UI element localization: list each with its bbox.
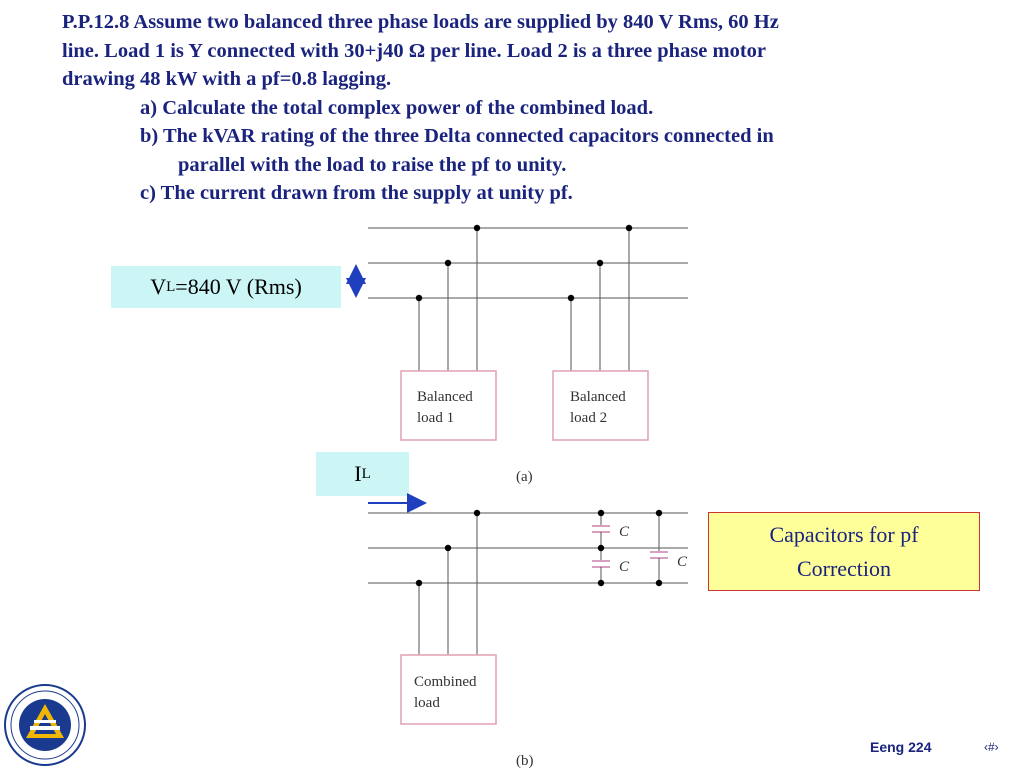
vl-symbol: V xyxy=(150,274,167,299)
node-l2-c xyxy=(567,294,575,302)
course-label: Eeng 224 xyxy=(870,739,932,755)
cap-label-1: C xyxy=(619,524,630,540)
node-l1-c xyxy=(415,294,423,302)
slide-number: ‹#› xyxy=(984,740,999,754)
problem-statement: P.P.12.8 Assume two balanced three phase… xyxy=(62,8,1002,208)
university-logo xyxy=(4,684,86,766)
problem-line-2: line. Load 1 is Y connected with 30+j40 … xyxy=(62,39,767,62)
il-subscript: L xyxy=(361,465,371,482)
cap-label-3: C xyxy=(677,554,688,570)
problem-part-c: c) The current drawn from the supply at … xyxy=(140,182,573,204)
capacitors-callout: Capacitors for pf Correction xyxy=(708,512,980,591)
combined-load-text-2: load xyxy=(414,695,440,711)
problem-line-3: drawing 48 kW with a pf=0.8 lagging. xyxy=(62,68,392,90)
il-symbol: I xyxy=(354,461,362,486)
capacitor-column-2: C xyxy=(650,509,688,587)
caption-a: (a) xyxy=(516,469,533,485)
load-2-text-1: Balanced xyxy=(570,389,626,405)
load-2-box xyxy=(552,370,649,441)
node-cl-a xyxy=(473,509,481,517)
diagram-a: Balanced load 1 Balanced load 2 (a) xyxy=(346,224,688,485)
problem-part-b-line-1: b) The kVAR rating of the three Delta co… xyxy=(140,125,774,147)
combined-load-text-1: Combined xyxy=(414,674,477,690)
node-cl-c xyxy=(415,579,423,587)
vl-value: =840 V (Rms) xyxy=(175,274,302,299)
combined-load-box xyxy=(400,654,497,725)
problem-line-1: P.P.12.8 Assume two balanced three phase… xyxy=(62,11,779,33)
load-2-text-2: load 2 xyxy=(570,410,607,426)
node-cl-b xyxy=(444,544,452,552)
node-l1-a xyxy=(473,224,481,232)
node-l1-b xyxy=(444,259,452,267)
capacitors-callout-line-2: Correction xyxy=(796,555,892,581)
load-1-text-2: load 1 xyxy=(417,410,454,426)
node-l2-a xyxy=(625,224,633,232)
node-l2-b xyxy=(596,259,604,267)
problem-part-a: a) Calculate the total complex power of … xyxy=(140,96,654,119)
load-1-box xyxy=(400,370,497,441)
capacitors-callout-line-1: Capacitors for pf xyxy=(769,521,919,547)
load-1-text-1: Balanced xyxy=(417,389,473,405)
cap-label-2: C xyxy=(619,559,630,575)
problem-part-b-line-2: parallel with the load to raise the pf t… xyxy=(178,153,567,176)
diagram-b: Combined load C C C (b) xyxy=(368,493,688,768)
caption-b: (b) xyxy=(516,753,534,768)
vl-subscript: L xyxy=(166,278,176,295)
capacitor-column-1: C C xyxy=(592,509,630,587)
